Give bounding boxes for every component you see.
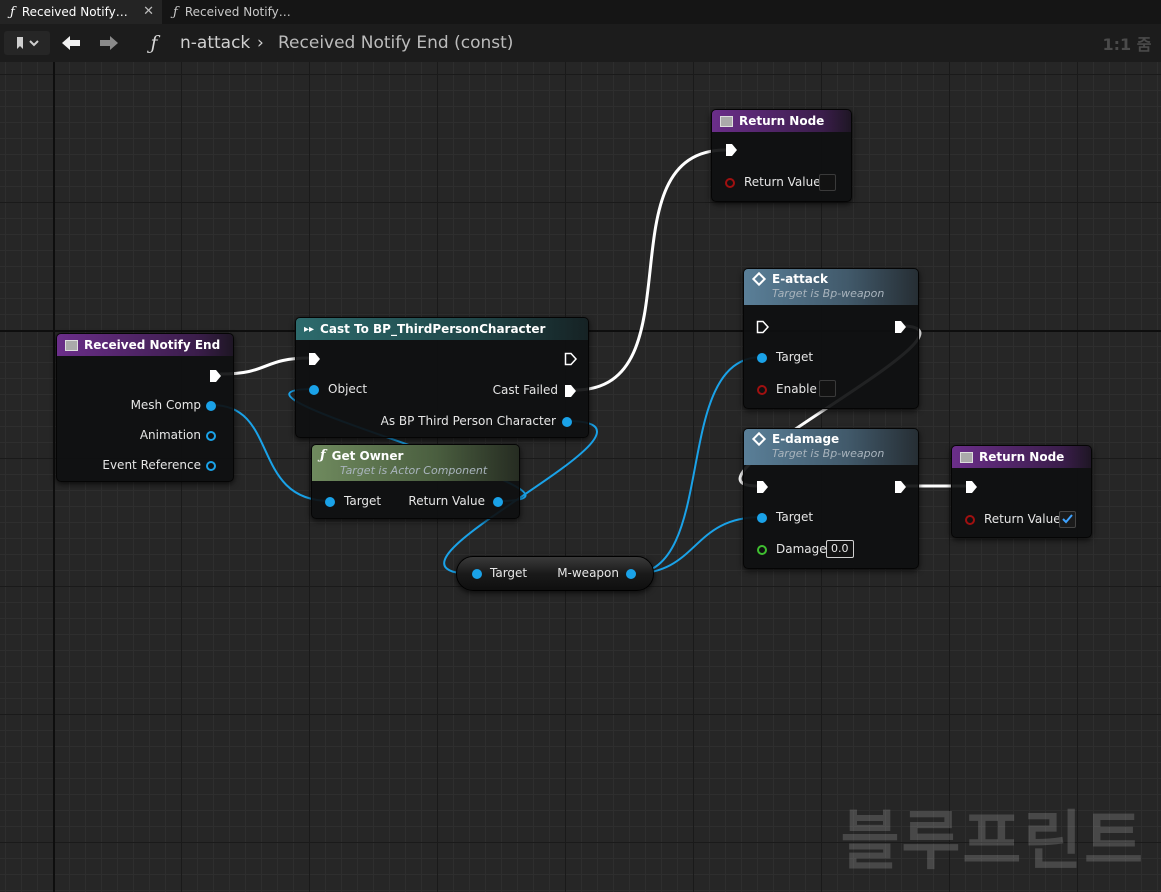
close-icon[interactable]: ✕ [143, 4, 154, 19]
pin-label: Animation [139, 428, 201, 442]
node-subtitle: Target is Actor Component [340, 464, 488, 477]
back-arrow-icon[interactable] [55, 24, 87, 62]
node-title: E-attack [772, 272, 828, 286]
get-owner-node[interactable]: ƒ Get Owner Target is Actor Component Ta… [311, 444, 520, 519]
breadcrumb-graph[interactable]: n-attack [180, 33, 251, 53]
m-weapon-variable-node[interactable]: Target M-weapon [456, 556, 654, 591]
pin-label: Return Value [408, 494, 485, 508]
enable-pin[interactable] [757, 385, 767, 395]
tab-label: Received Notify… [21, 5, 128, 19]
node-header: Return Node [712, 110, 851, 132]
return-value-checkbox[interactable] [819, 174, 836, 191]
node-header: Received Notify End [57, 334, 233, 356]
damage-pin[interactable] [757, 545, 767, 555]
bookmark-icon [17, 37, 39, 49]
graph-toolbar: ƒ n-attack › Received Notify End (const)… [0, 24, 1161, 62]
object-pin[interactable] [309, 385, 319, 395]
pin-label: Cast Failed [492, 383, 558, 397]
pin-label: Return Value [984, 512, 1061, 526]
target-pin[interactable] [472, 569, 482, 579]
node-header: ▸▸ Cast To BP_ThirdPersonCharacter [296, 318, 588, 340]
return-node-top[interactable]: Return Node Return Value [711, 109, 852, 202]
checkmark-icon [1062, 514, 1073, 524]
node-title: E-damage [772, 432, 840, 446]
pin-label: Target [490, 566, 528, 580]
function-result-icon [720, 115, 733, 127]
node-title: Received Notify End [84, 338, 221, 352]
return-value-pin[interactable] [965, 515, 975, 525]
mesh-comp-pin[interactable] [206, 401, 216, 411]
tab-received-notify-end-active[interactable]: ƒ Received Notify… ✕ [0, 0, 162, 24]
return-value-pin[interactable] [725, 178, 735, 188]
return-node-right[interactable]: Return Node Return Value [951, 445, 1092, 538]
object-wire-asbp-to-target [443, 420, 598, 575]
pin-label: M-weapon [557, 566, 619, 580]
node-title: Return Node [739, 114, 825, 128]
event-call-icon [751, 271, 767, 287]
cast-icon: ▸▸ [304, 323, 315, 335]
target-pin[interactable] [325, 497, 335, 507]
e-damage-node[interactable]: E-damage Target is Bp-weapon Target Dama… [743, 428, 919, 569]
graph-watermark: 블루프린트 [840, 805, 1145, 879]
cast-node[interactable]: ▸▸ Cast To BP_ThirdPersonCharacter Objec… [295, 317, 589, 438]
forward-arrow-icon[interactable] [93, 24, 125, 62]
enable-checkbox[interactable] [819, 380, 836, 397]
target-pin[interactable] [757, 513, 767, 523]
m-weapon-pin[interactable] [626, 569, 636, 579]
event-reference-pin[interactable] [206, 461, 216, 471]
function-icon: ƒ [150, 32, 158, 54]
node-title: Return Node [979, 450, 1065, 464]
damage-value-input[interactable]: 0.0 [826, 540, 854, 558]
node-subtitle: Target is Bp-weapon [772, 287, 885, 300]
pin-label: Event Reference [102, 458, 201, 472]
object-wire-mweapon-to-eattack [630, 356, 763, 575]
zoom-level: 1:1 줌 [1102, 35, 1152, 54]
node-title: Cast To BP_ThirdPersonCharacter [320, 322, 546, 336]
exec-wire-castfailed-to-return [573, 148, 728, 392]
animation-pin[interactable] [206, 431, 216, 441]
node-subtitle: Target is Bp-weapon [772, 447, 885, 460]
as-bp-third-person-pin[interactable] [562, 417, 572, 427]
tab-bar: ƒ Received Notify… ✕ ƒ Received Notify… [0, 0, 1161, 24]
pin-label: Target [776, 510, 814, 524]
breadcrumb-separator: › [257, 33, 264, 53]
e-attack-node[interactable]: E-attack Target is Bp-weapon Target Enab… [743, 268, 919, 409]
pin-label: As BP Third Person Character [380, 414, 556, 428]
tab-label: Received Notify… [184, 5, 291, 19]
target-pin[interactable] [757, 353, 767, 363]
pin-label: Return Value [744, 175, 821, 189]
bookmark-button[interactable] [4, 31, 50, 55]
node-title: Get Owner [331, 448, 404, 463]
breadcrumb-function: Received Notify End (const) [278, 33, 514, 53]
return-value-pin[interactable] [493, 497, 503, 507]
function-result-icon [960, 451, 973, 463]
tab-received-notify-end[interactable]: ƒ Received Notify… [163, 0, 313, 24]
return-value-checkbox-checked[interactable] [1059, 511, 1076, 528]
pin-label: Object [328, 382, 368, 396]
pin-label: Target [344, 494, 382, 508]
received-notify-end-node[interactable]: Received Notify End Mesh Comp Animation … [56, 333, 234, 482]
function-icon: ƒ [173, 4, 178, 20]
pin-label: Damage [776, 542, 827, 556]
node-header: ƒ Get Owner Target is Actor Component [312, 445, 519, 481]
function-icon: ƒ [10, 4, 15, 20]
pin-label: Target [776, 350, 814, 364]
node-header: E-attack Target is Bp-weapon [744, 269, 918, 305]
function-icon: ƒ [320, 448, 326, 463]
function-entry-icon [65, 339, 78, 351]
pin-label: Enable [776, 382, 817, 396]
event-call-icon [751, 431, 767, 447]
pin-label: Mesh Comp [130, 398, 201, 412]
node-header: Return Node [952, 446, 1091, 468]
node-header: E-damage Target is Bp-weapon [744, 429, 918, 465]
